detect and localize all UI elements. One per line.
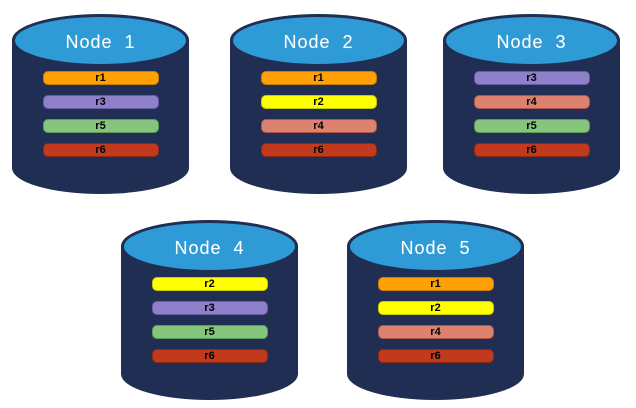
node-title: Node 5 bbox=[400, 237, 471, 258]
replica-bar: r5 bbox=[151, 325, 268, 339]
replica-bar: r6 bbox=[260, 143, 377, 157]
replica-bar: r4 bbox=[473, 95, 590, 109]
replica-bar: r6 bbox=[473, 143, 590, 157]
node-5-cylinder: Node 5 r1 r2 r4 r6 bbox=[347, 220, 524, 400]
replica-bar: r5 bbox=[42, 119, 159, 133]
node-3-cylinder: Node 3 r3 r4 r5 r6 bbox=[443, 14, 620, 194]
node-2-cylinder: Node 2 r1 r2 r4 r6 bbox=[230, 14, 407, 194]
replica-bar: r3 bbox=[151, 301, 268, 315]
replica-bar: r1 bbox=[42, 71, 159, 85]
replica-bar: r1 bbox=[260, 71, 377, 85]
replica-bar: r4 bbox=[260, 119, 377, 133]
replica-bar: r4 bbox=[377, 325, 494, 339]
replica-bar-stack: r1 r2 r4 r6 bbox=[230, 71, 407, 157]
cylinder-top-ellipse: Node 5 bbox=[350, 223, 521, 270]
replica-bar-stack: r1 r2 r4 r6 bbox=[347, 277, 524, 363]
node-title: Node 3 bbox=[496, 31, 567, 52]
replica-bar-stack: r3 r4 r5 r6 bbox=[443, 71, 620, 157]
cylinder-top-ellipse: Node 4 bbox=[124, 223, 295, 270]
replica-bar: r2 bbox=[151, 277, 268, 291]
cylinder-top-ellipse: Node 3 bbox=[446, 17, 617, 64]
cylinder-top-ellipse: Node 2 bbox=[233, 17, 404, 64]
node-4-cylinder: Node 4 r2 r3 r5 r6 bbox=[121, 220, 298, 400]
node-title: Node 4 bbox=[174, 237, 245, 258]
replica-bar: r3 bbox=[473, 71, 590, 85]
node-title: Node 2 bbox=[283, 31, 354, 52]
replica-bar: r5 bbox=[473, 119, 590, 133]
replica-bar: r3 bbox=[42, 95, 159, 109]
cylinder-top-ellipse: Node 1 bbox=[15, 17, 186, 64]
replica-bar: r6 bbox=[377, 349, 494, 363]
replica-bar-stack: r1 r3 r5 r6 bbox=[12, 71, 189, 157]
replica-bar: r1 bbox=[377, 277, 494, 291]
node-1-cylinder: Node 1 r1 r3 r5 r6 bbox=[12, 14, 189, 194]
replica-bar-stack: r2 r3 r5 r6 bbox=[121, 277, 298, 363]
replica-bar: r6 bbox=[42, 143, 159, 157]
node-title: Node 1 bbox=[65, 31, 136, 52]
replica-bar: r2 bbox=[260, 95, 377, 109]
replica-bar: r2 bbox=[377, 301, 494, 315]
replica-bar: r6 bbox=[151, 349, 268, 363]
